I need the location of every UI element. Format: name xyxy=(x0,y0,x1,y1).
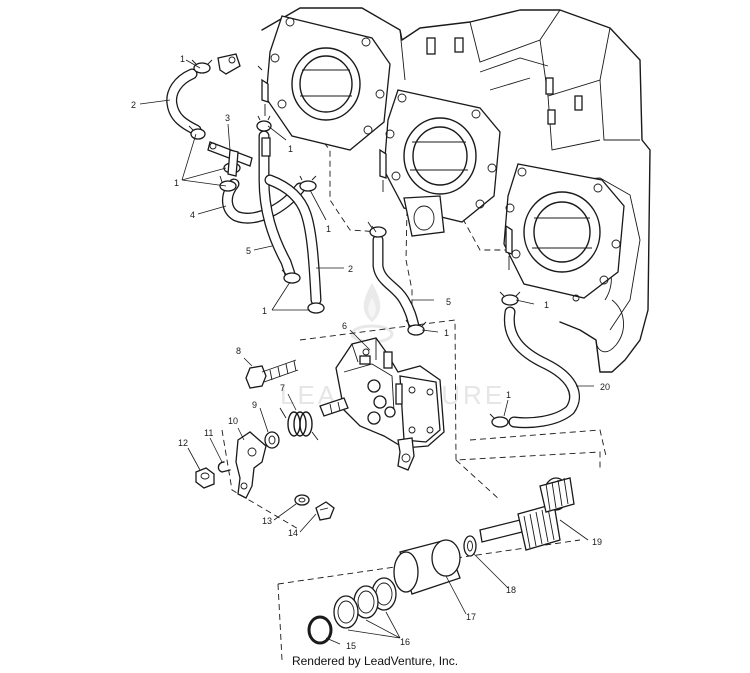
callout-1d: 1 xyxy=(326,224,331,234)
shims-16 xyxy=(333,577,397,629)
washer-9 xyxy=(264,431,280,449)
washer-18 xyxy=(463,535,477,557)
callout-1g: 1 xyxy=(444,328,449,338)
callout-1f: 1 xyxy=(544,300,549,310)
nut-12 xyxy=(195,467,215,489)
callout-12: 12 xyxy=(178,438,188,448)
callout-7: 7 xyxy=(280,383,285,393)
washer-13 xyxy=(294,494,310,506)
callout-1h: 1 xyxy=(506,390,511,400)
callout-8: 8 xyxy=(236,346,241,356)
callout-1b: 1 xyxy=(288,144,293,154)
callout-5a: 5 xyxy=(246,246,251,256)
callout-4: 4 xyxy=(190,210,195,220)
callout-11: 11 xyxy=(204,428,213,438)
sleeve-17 xyxy=(393,539,461,595)
callout-9: 9 xyxy=(252,400,257,410)
clip-11 xyxy=(217,461,231,473)
callout-15: 15 xyxy=(346,641,356,651)
spring-7 xyxy=(279,407,319,441)
callout-1c: 1 xyxy=(174,178,179,188)
carb-flange-3 xyxy=(503,163,625,302)
callout-19: 19 xyxy=(592,537,602,547)
callout-20: 20 xyxy=(600,382,610,392)
callout-6: 6 xyxy=(342,321,347,331)
o-ring-15 xyxy=(307,615,333,645)
callout-13: 13 xyxy=(262,516,272,526)
callout-1a: 1 xyxy=(180,54,185,64)
callout-2b: 2 xyxy=(348,264,353,274)
callout-10: 10 xyxy=(228,416,238,426)
callout-3: 3 xyxy=(225,113,230,123)
callout-1e: 1 xyxy=(262,306,267,316)
oil-hoses xyxy=(166,68,580,429)
lever-10 xyxy=(235,431,267,499)
callout-2a: 2 xyxy=(131,100,136,110)
drive-gear-19 xyxy=(479,477,575,551)
carb-flange-1 xyxy=(257,15,391,151)
callout-labels: 1 2 3 1 1 4 1 5 2 1 5 1 6 1 8 7 20 1 9 1… xyxy=(131,54,610,651)
callout-14: 14 xyxy=(288,528,298,538)
oil-pump xyxy=(319,337,445,471)
callout-5b: 5 xyxy=(446,297,451,307)
carb-flange-2 xyxy=(379,89,501,237)
watermark-logo xyxy=(350,283,394,344)
callout-18: 18 xyxy=(506,585,516,595)
callout-16: 16 xyxy=(400,637,410,647)
callout-17: 17 xyxy=(466,612,476,622)
leader-lines xyxy=(139,59,594,645)
screw-14 xyxy=(315,501,335,521)
hose-clamps xyxy=(188,53,521,428)
bolt-8 xyxy=(245,359,299,389)
footer-credit: Rendered by LeadVenture, Inc. xyxy=(291,654,459,668)
